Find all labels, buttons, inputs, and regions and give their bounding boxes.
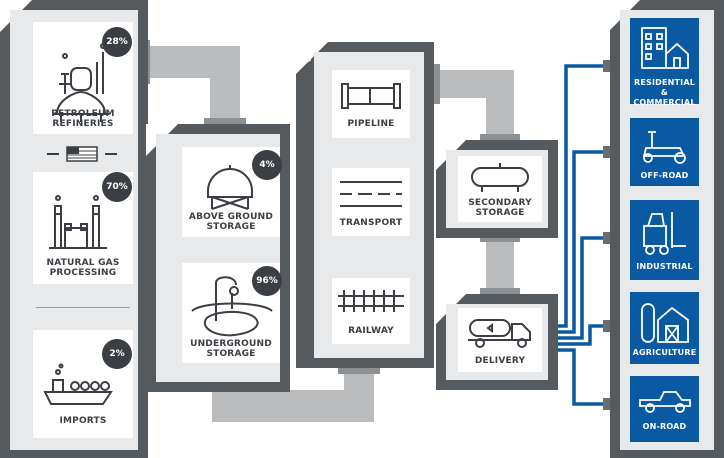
forklift-icon: [643, 212, 686, 255]
refinery-icon: [53, 43, 109, 122]
pipeline-card: PIPELINE: [332, 70, 410, 138]
stage-1-divider: [36, 307, 130, 308]
pipe-cap: [338, 366, 380, 374]
gas-plant-icon: [49, 195, 107, 249]
barn-icon: [641, 303, 689, 343]
buildings-icon: [641, 27, 689, 69]
agriculture-card: AGRICULTURE: [630, 292, 699, 364]
railway-label: RAILWAY: [348, 326, 394, 336]
pipe-cap: [480, 288, 520, 296]
imports-label: IMPORTS: [59, 416, 107, 426]
agriculture-label: AGRICULTURE: [632, 348, 697, 357]
delivery-card: DELIVERY: [458, 308, 542, 372]
pipe-cap: [480, 234, 520, 242]
cargo-ship-icon: [43, 363, 113, 405]
railway-card: RAILWAY: [332, 278, 410, 344]
pickup-truck-icon: [639, 391, 691, 413]
on-road-card: ON-ROAD: [630, 376, 699, 442]
petroleum-percent-badge: 28%: [102, 27, 132, 57]
residential-label-1: RESIDENTIAL: [633, 78, 696, 87]
residential-commercial-card: RESIDENTIAL & COMMERCIAL: [630, 18, 699, 107]
above-ground-label-1: ABOVE GROUND: [188, 212, 274, 222]
storage-tank-icon: [207, 165, 253, 210]
underground-cavern-icon: [191, 276, 273, 337]
secondary-storage-label-1: SECONDARY: [468, 198, 532, 208]
pipe-cap: [480, 134, 520, 142]
natural-gas-label-2: PROCESSING: [49, 268, 117, 278]
off-road-card: OFF-ROAD: [630, 118, 699, 186]
pipe-3-4-vertical: [486, 70, 514, 142]
natural-gas-processing-card: NATURAL GAS PROCESSING: [33, 172, 133, 284]
pipeline-icon: [341, 83, 401, 109]
imports-percent-badge: 2%: [102, 339, 132, 369]
underground-label-2: STORAGE: [206, 349, 256, 359]
natural-gas-percent-badge: 70%: [102, 172, 132, 202]
petroleum-refineries-label-1: PETROLEUM: [51, 109, 115, 119]
propane-tank-icon: [471, 163, 529, 192]
transport-label: TRANSPORT: [339, 218, 403, 228]
natural-gas-label-1: NATURAL GAS: [46, 258, 120, 268]
transport-card: TRANSPORT: [332, 168, 410, 236]
delivery-truck-icon: [468, 319, 531, 348]
above-ground-label-2: STORAGE: [206, 222, 256, 232]
residential-label-2: & COMMERCIAL: [633, 88, 696, 107]
underground-label-1: UNDERGROUND: [190, 339, 272, 349]
underground-percent-badge: 96%: [252, 266, 282, 296]
stage-3-number: 3: [302, 48, 313, 66]
on-road-label: ON-ROAD: [642, 422, 687, 431]
secondary-storage-label-2: STORAGE: [475, 208, 525, 218]
industrial-label: INDUSTRIAL: [636, 262, 693, 271]
pipe-cap: [204, 118, 246, 126]
pipe-2-3-up: [344, 366, 374, 422]
secondary-storage-card: SECONDARY STORAGE: [458, 156, 542, 222]
above-ground-percent-badge: 4%: [252, 150, 282, 180]
railway-icon: [338, 290, 404, 312]
industrial-card: INDUSTRIAL: [630, 200, 699, 280]
off-road-label: OFF-ROAD: [640, 171, 689, 180]
lawn-mower-icon: [642, 131, 686, 164]
road-icon: [340, 181, 402, 207]
pipe-cap: [432, 64, 440, 104]
petroleum-refineries-label-2: REFINERIES: [52, 119, 114, 129]
pipe-4-5-vertical: [486, 236, 514, 296]
delivery-label: DELIVERY: [474, 356, 526, 366]
stage-3-notch: [296, 42, 328, 74]
pipeline-label: PIPELINE: [347, 119, 395, 129]
pipe-1-2-vertical: [210, 46, 240, 128]
us-flag-icon: [47, 146, 117, 162]
